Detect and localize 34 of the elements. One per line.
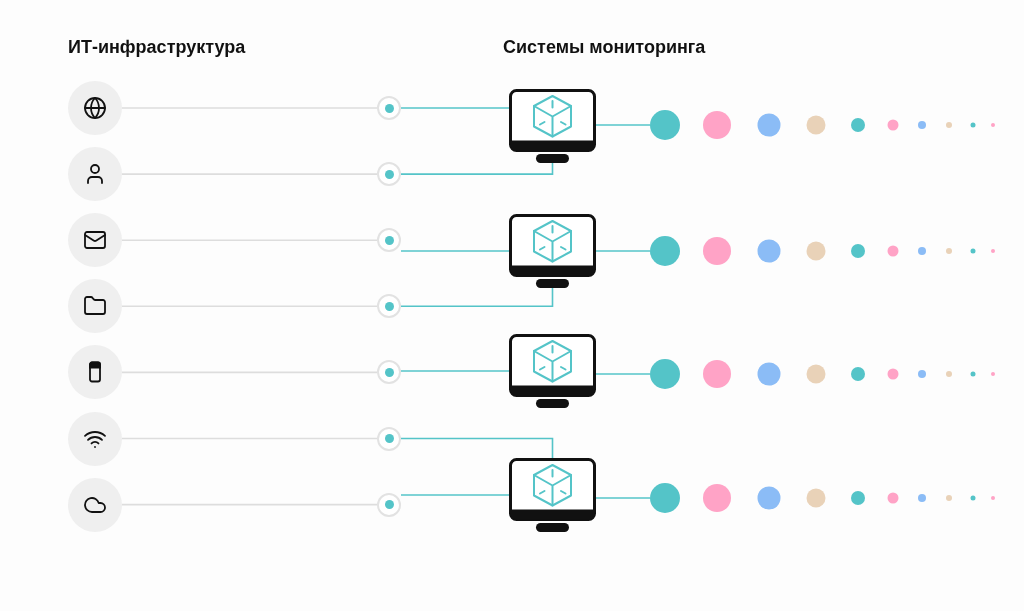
junction-dot-icon <box>377 492 401 517</box>
connector-line <box>595 373 651 375</box>
connector-line <box>400 162 554 175</box>
connector-line <box>400 107 510 109</box>
dot-icon <box>650 483 680 513</box>
connector-line <box>400 494 510 496</box>
column-heading: ИТ-инфраструктура <box>68 36 246 58</box>
junction-dot-icon <box>377 294 401 319</box>
connector-line <box>400 437 554 459</box>
connector-line <box>595 250 651 252</box>
dot-icon <box>650 236 680 266</box>
junction-dot-icon <box>377 228 401 253</box>
connector-line <box>121 173 378 175</box>
junction-dot-icon <box>377 360 401 385</box>
connector-line <box>595 124 651 126</box>
connector-line <box>400 287 554 308</box>
connector-line <box>121 305 378 308</box>
monitor-illustration <box>509 334 596 408</box>
monitor-illustration <box>509 89 596 163</box>
connector-line <box>121 503 378 506</box>
connector-line <box>121 239 378 241</box>
monitor-illustration <box>509 214 596 288</box>
junction-dot-icon <box>377 96 401 120</box>
monitor-illustration <box>509 458 596 532</box>
junction-dot-icon <box>377 426 401 451</box>
dot-icon <box>650 110 680 140</box>
connector-line <box>121 437 378 440</box>
connector-line <box>595 497 651 499</box>
junction-dot-icon <box>377 162 401 187</box>
column-heading: Системы мониторинга <box>503 36 706 58</box>
connector-line <box>400 250 510 252</box>
dot-icon <box>650 359 680 389</box>
connector-line <box>121 371 378 374</box>
connector-line <box>400 370 510 372</box>
